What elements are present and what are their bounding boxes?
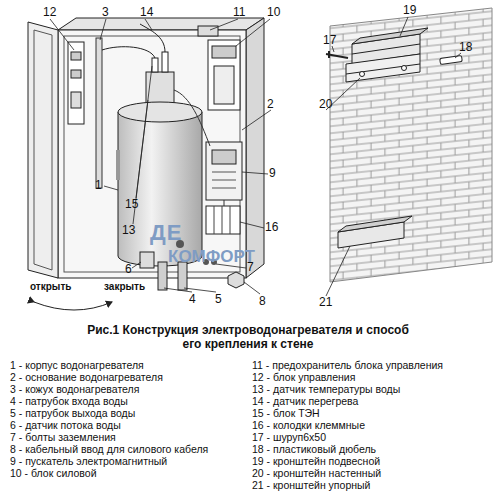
callout-number: 1 [94, 178, 103, 192]
callout-number: 19 [402, 3, 417, 17]
callout-number: 6 [124, 262, 133, 276]
callout-number: 2 [266, 97, 275, 111]
part-list-item: 20 - кронштейн настенный [252, 467, 492, 479]
callout-number: 3 [101, 5, 110, 19]
part-list-item: 9 - пускатель электромагнитный [10, 455, 222, 467]
part-list-item: 8 - кабельный ввод для силового кабеля [10, 443, 222, 455]
part-list-item: 18 - пластиковый дюбель [252, 443, 492, 455]
part-list-item: 2 - основание водонагревателя [10, 371, 222, 383]
part-list-item: 19 - кронштейн подвесной [252, 455, 492, 467]
callout-number: 21 [318, 295, 333, 309]
part-list-item: 13 - датчик температуры воды [252, 383, 492, 395]
part-list-item: 1 - корпус водонагревателя [10, 359, 222, 371]
callout-number: 13 [121, 223, 136, 237]
direction-note: открыть [30, 280, 71, 294]
part-list-item: 16 - колодки клеммные [252, 419, 492, 431]
callout-number: 10 [266, 5, 281, 19]
part-list-item: 3 - кожух водонагревателя [10, 383, 222, 395]
part-list-item: 4 - патрубок входа воды [10, 395, 222, 407]
callout-number: 5 [214, 292, 223, 306]
part-list-item: 7 - болты заземления [10, 431, 222, 443]
callout-number: 18 [458, 40, 473, 54]
watermark: КОМФОРТ [168, 250, 255, 264]
part-list-item: 5 - патрубок выхода воды [10, 407, 222, 419]
part-list-item: 15 - блок ТЭН [252, 407, 492, 419]
part-list-item: 10 - блок силовой [10, 467, 222, 479]
callout-number: 4 [188, 292, 197, 306]
part-list-item: 21 - кронштейн упорный [252, 479, 492, 491]
part-list-item: 14 - датчик перегрева [252, 395, 492, 407]
callout-number: 14 [139, 5, 154, 19]
callout-number: 9 [268, 166, 277, 180]
legend-column: 1 - корпус водонагревателя2 - основание … [10, 359, 222, 479]
part-list-item: 17 - шуруп6х50 [252, 431, 492, 443]
callout-number: 16 [264, 220, 279, 234]
watermark: ДЕ [150, 226, 182, 240]
part-list-item: 6 - датчик потока воды [10, 419, 222, 431]
part-list-item: 12 - блок управления [252, 371, 492, 383]
callout-number: 12 [42, 5, 57, 19]
callout-number: 15 [124, 197, 139, 211]
legend-column: 11 - предохранитель блока управления12 -… [252, 359, 492, 491]
part-list-item: 11 - предохранитель блока управления [252, 359, 492, 371]
direction-note: закрыть [104, 280, 145, 294]
callout-number: 20 [318, 97, 333, 111]
callout-number: 17 [322, 33, 337, 47]
callout-number: 8 [258, 294, 267, 308]
callout-number: 11 [232, 5, 246, 19]
figure-caption: Рис.1 Конструкция электроводонагревателя… [78, 323, 418, 351]
